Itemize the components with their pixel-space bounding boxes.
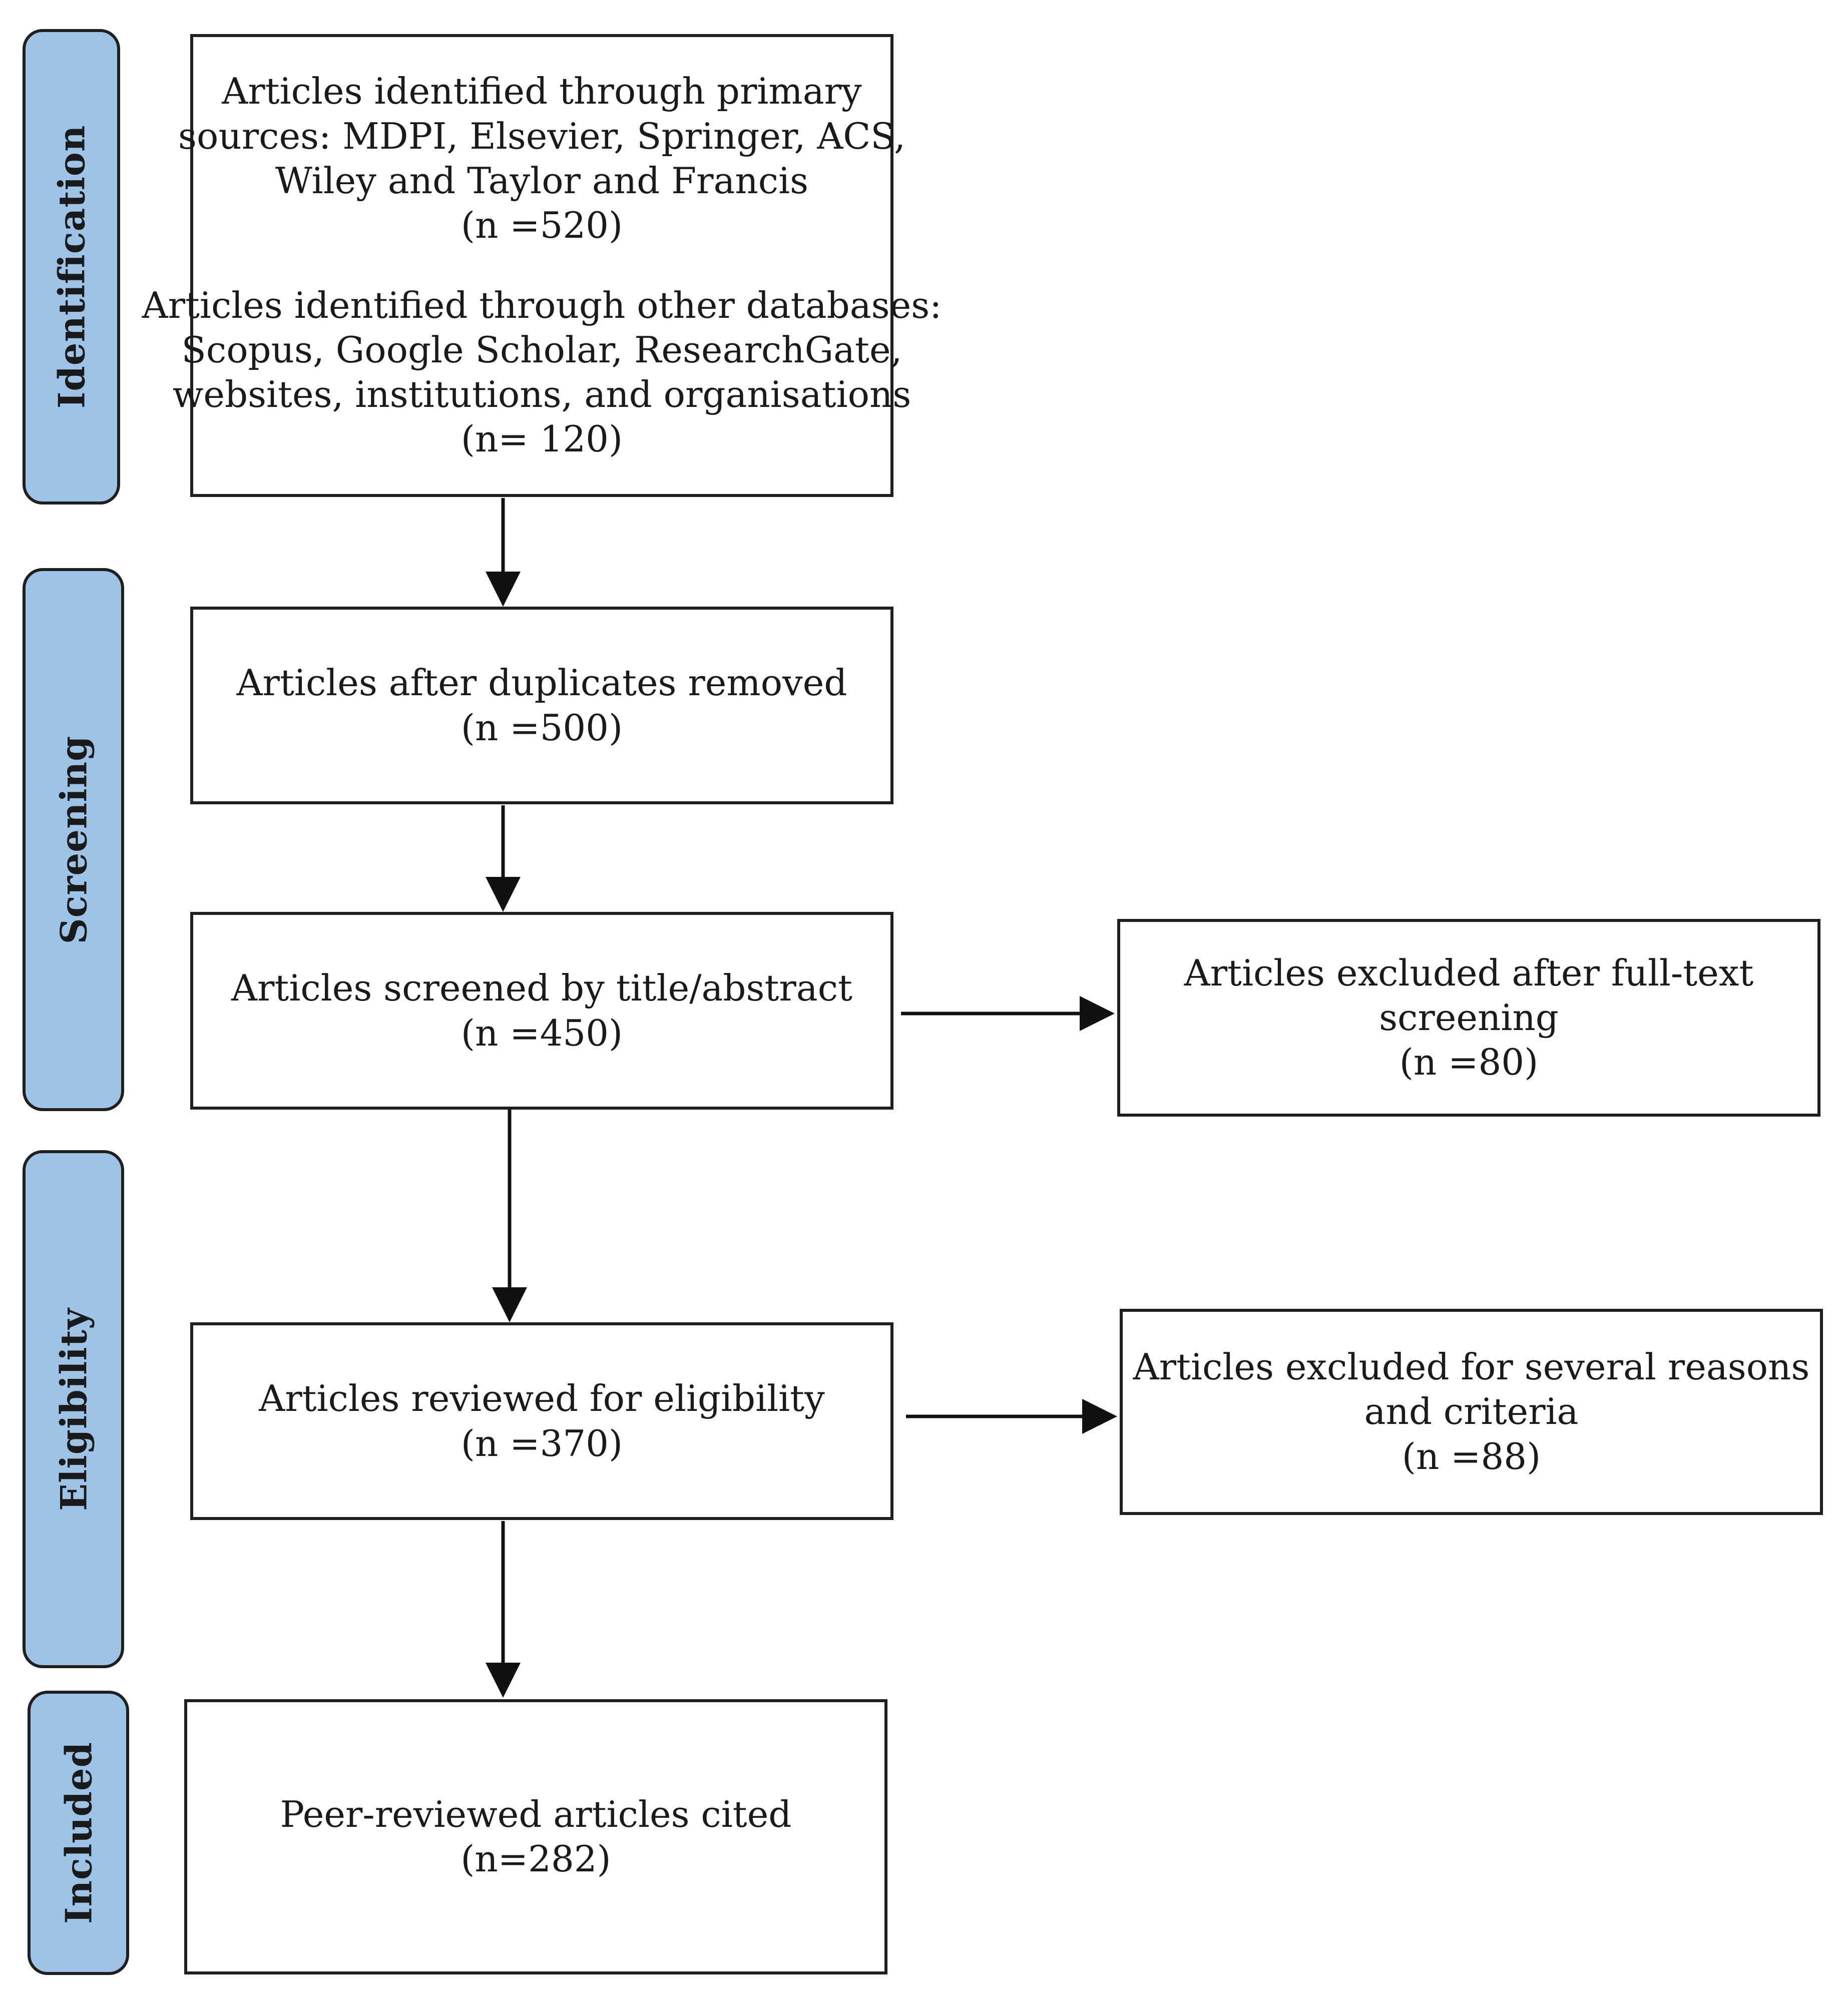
phase-identification: Identification: [23, 29, 120, 505]
excluded-fulltext-line-1: Articles excluded after full-text: [1184, 951, 1754, 994]
identified-primary-line-1: Articles identified through primary: [222, 70, 862, 113]
eligibility-label: Articles reviewed for eligibility: [259, 1377, 825, 1420]
screened-count: (n =450): [460, 1012, 623, 1054]
duplicates-removed-label: Articles after duplicates removed: [236, 662, 847, 704]
excluded-reasons-line-2: and criteria: [1364, 1390, 1579, 1433]
box-screened: Articles screened by title/abstract (n =…: [190, 912, 893, 1110]
box-duplicates-removed: Articles after duplicates removed (n =50…: [190, 607, 893, 804]
box-identified-records: Articles identified through primary sour…: [142, 34, 942, 497]
box-included: Peer-reviewed articles cited (n=282): [184, 1699, 887, 1974]
excluded-reasons-count: (n =88): [1402, 1435, 1541, 1477]
box-eligibility: Articles reviewed for eligibility (n =37…: [190, 1322, 893, 1520]
identified-other-line-2: Scopus, Google Scholar, ResearchGate,: [181, 328, 902, 371]
excluded-fulltext-line-2: screening: [1379, 996, 1559, 1039]
included-count: (n=282): [460, 1838, 611, 1880]
eligibility-count: (n =370): [460, 1422, 623, 1464]
identified-primary-count: (n =520): [460, 204, 623, 247]
box-excluded-fulltext: Articles excluded after full-text screen…: [1117, 919, 1820, 1117]
screened-label: Articles screened by title/abstract: [231, 967, 852, 1010]
identified-other-count: (n= 120): [460, 418, 623, 460]
duplicates-removed-count: (n =500): [460, 706, 623, 749]
phase-screening: Screening: [23, 568, 124, 1111]
identified-primary-line-2: sources: MDPI, Elsevier, Springer, ACS,: [178, 115, 905, 157]
included-label: Peer-reviewed articles cited: [280, 1793, 792, 1835]
phase-included: Included: [28, 1691, 129, 1975]
excluded-fulltext-count: (n =80): [1399, 1041, 1539, 1084]
phase-eligibility: Eligibility: [23, 1150, 124, 1668]
identified-primary-line-3: Wiley and Taylor and Francis: [275, 159, 809, 202]
excluded-reasons-line-1: Articles excluded for several reasons: [1133, 1346, 1810, 1388]
identified-other-line-3: websites, institutions, and organisation…: [172, 373, 911, 416]
identified-other-line-1: Articles identified through other databa…: [142, 284, 942, 326]
box-excluded-reasons: Articles excluded for several reasons an…: [1120, 1309, 1823, 1515]
